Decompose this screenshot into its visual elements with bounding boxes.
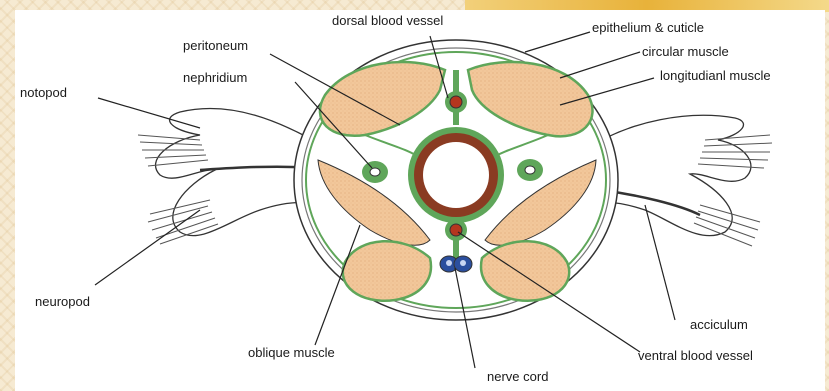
label-epithelium-cuticle: epithelium & cuticle bbox=[592, 20, 704, 35]
dorsal-blood-vessel bbox=[450, 96, 462, 108]
label-circular-muscle: circular muscle bbox=[642, 44, 729, 59]
label-notopod: notopod bbox=[20, 85, 67, 100]
label-ventral-blood-vessel: ventral blood vessel bbox=[638, 348, 753, 363]
label-oblique-muscle: oblique muscle bbox=[248, 345, 335, 360]
ventral-blood-vessel bbox=[450, 224, 462, 236]
label-acciculum: acciculum bbox=[690, 317, 748, 332]
leader-epithelium bbox=[525, 32, 590, 52]
gut-lumen bbox=[423, 142, 489, 208]
label-peritoneum: peritoneum bbox=[183, 38, 248, 53]
nerve-cord-right-core bbox=[460, 260, 466, 266]
label-nerve-cord: nerve cord bbox=[487, 369, 548, 384]
nerve-cord-left-core bbox=[446, 260, 452, 266]
label-neuropod: neuropod bbox=[35, 294, 90, 309]
leader-neuropod bbox=[95, 210, 200, 285]
right-nephridium-duct bbox=[525, 166, 535, 174]
ventral-left-longitudinal-muscle bbox=[343, 241, 431, 301]
left-nephridium-duct bbox=[370, 168, 380, 176]
leader-circular-muscle bbox=[560, 52, 640, 78]
label-dorsal-blood-vessel: dorsal blood vessel bbox=[332, 13, 443, 28]
label-longitudinal-muscle: longitudianl muscle bbox=[660, 68, 771, 83]
ventral-right-longitudinal-muscle bbox=[481, 241, 569, 301]
label-nephridium: nephridium bbox=[183, 70, 247, 85]
